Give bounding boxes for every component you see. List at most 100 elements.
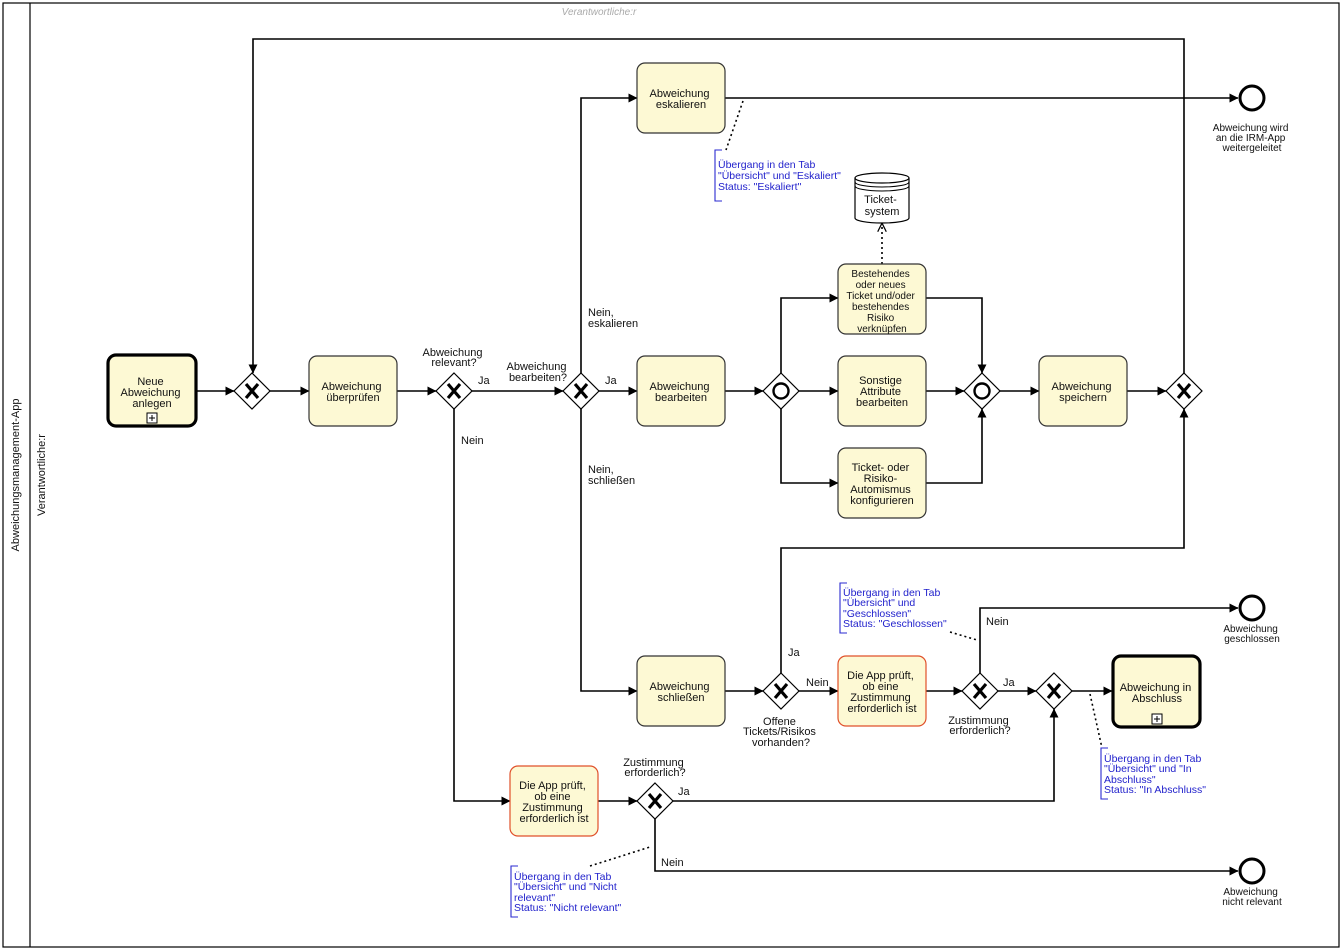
- svg-text:Übergang in den Tab "Übe: Übergang in den Tab "Übersicht" und "Nic…: [514, 871, 622, 914]
- end-label-nicht-relevant: Abweichung nicht relevant: [1222, 887, 1282, 908]
- svg-text:Abweichung eskalieren: Abweichung eskalieren: [650, 88, 713, 111]
- task-label-line: ob eine: [862, 681, 898, 693]
- svg-text:Übergang in den Tab "Übe: Übergang in den Tab "Übersicht" und "In …: [1104, 753, 1206, 796]
- task-label-line: konfigurieren: [850, 495, 914, 507]
- task-label-line: oder neues: [856, 280, 906, 291]
- gateway-label-bearbeiten: Abweichung bearbeiten?: [507, 361, 570, 384]
- flow-label-nein-offene: Nein: [806, 677, 829, 689]
- xor-icon: [573, 382, 589, 400]
- task-neue-abweichung[interactable]: Neue Abweichung anlegen: [106, 353, 198, 428]
- task-app-prueft-zustimmung-2[interactable]: Die App prüft, ob eine Zustimmung erford…: [509, 765, 599, 837]
- flow-label-nein-zustimmung-2: Nein: [661, 857, 684, 869]
- svg-text:Neue Abweichung an: Neue Abweichung anlegen: [121, 376, 184, 410]
- pool-title: Abweichungsmanagement-App: [10, 399, 22, 552]
- svg-text:Ticket- system: Ticket- system: [864, 194, 900, 218]
- gateway-bearbeiten[interactable]: [562, 372, 600, 410]
- task-label-line: bestehendes: [852, 302, 909, 313]
- task-label-line: ob eine: [534, 791, 570, 803]
- gateway-zustimmung-2[interactable]: [636, 782, 674, 820]
- flow-label-nein-relevant: Nein: [461, 435, 484, 447]
- task-sonstige-attribute[interactable]: Sonstige Attribute bearbeiten: [837, 355, 927, 427]
- task-abweichung-eskalieren[interactable]: Abweichung eskalieren: [636, 62, 726, 134]
- datastore-ticketsystem[interactable]: Ticket- system: [854, 172, 910, 224]
- annotation-geschlossen: Übergang in den Tab "Übersicht" und "Ges…: [839, 582, 947, 634]
- task-label-line: Abweichung: [650, 381, 710, 393]
- datastore-label-line: system: [865, 206, 900, 218]
- task-label-line: bearbeiten: [856, 397, 908, 409]
- task-label-line: speichern: [1059, 392, 1107, 404]
- task-abweichung-schliessen[interactable]: Abweichung schließen: [636, 655, 726, 727]
- gateway-relevant[interactable]: [435, 372, 473, 410]
- end-label-irm: Abweichung wird an die IRM-App weitergel…: [1213, 123, 1291, 154]
- task-label-line: Risiko: [867, 313, 895, 324]
- gateway-zustimmung-1[interactable]: [961, 672, 999, 710]
- gateway-label-offene: Offene Tickets/Risikos vorhanden?: [743, 716, 819, 749]
- task-label-line: Abschluss: [1132, 693, 1183, 705]
- task-abweichung-ueberpruefen[interactable]: Abweichung überprüfen: [308, 355, 398, 427]
- svg-text:Die App prüft, ob eine: Die App prüft, ob eine Zustimmung erford…: [847, 670, 917, 715]
- task-ticket-verknuepfen[interactable]: Bestehendes oder neues Ticket und/oder b…: [837, 263, 927, 335]
- lane-watermark: Verantwortliche:r: [562, 7, 637, 18]
- gateway-label-zustimmung-2: Zustimmung erforderlich?: [623, 757, 687, 779]
- flow-label-nein-zustimmung-1: Nein: [986, 616, 1009, 628]
- flow-label-ja-bearbeiten: Ja: [605, 375, 618, 387]
- svg-text:Bestehendes oder neues: Bestehendes oder neues Ticket und/oder b…: [846, 269, 917, 335]
- svg-text:Übergang in den Tab "Übe: Übergang in den Tab "Übersicht" und "Esk…: [718, 159, 844, 193]
- task-label-line: Die App prüft,: [847, 670, 914, 682]
- svg-text:Abweichung speichern: Abweichung speichern: [1052, 381, 1115, 404]
- gateway-inclusive-join[interactable]: [963, 372, 1001, 410]
- task-label-line: Abweichung: [1052, 381, 1112, 393]
- task-label-line: Risiko-: [864, 473, 898, 485]
- task-abweichung-bearbeiten[interactable]: Abweichung bearbeiten: [636, 355, 726, 427]
- inclusive-or-icon: [772, 382, 790, 400]
- svg-text:Abweichung in Abschluss: Abweichung in Abschluss: [1120, 682, 1195, 705]
- xor-icon: [1176, 382, 1192, 400]
- task-label-line: Neue: [137, 376, 163, 388]
- gateway-inclusive-split[interactable]: [762, 372, 800, 410]
- task-automismus-konfigurieren[interactable]: Ticket- oder Risiko- Automismus konfigur…: [837, 447, 927, 519]
- flow-label-ja-zustimmung-2: Ja: [678, 786, 691, 798]
- svg-text:Abweichung schließen: Abweichung schließen: [650, 681, 713, 704]
- svg-text:Übergang in den Tab "Übe: Übergang in den Tab "Übersicht" und "Ges…: [843, 587, 947, 630]
- task-label-line: Abweichung in: [1120, 682, 1192, 694]
- svg-text:Abweichung bearbeiten: Abweichung bearbeiten: [650, 381, 713, 404]
- lane-title: Verantwortliche:r: [36, 434, 48, 516]
- task-label-line: Abweichung: [650, 88, 710, 100]
- flow-label-ja-zustimmung-1: Ja: [1003, 677, 1016, 689]
- task-label-line: Abweichung: [322, 381, 382, 393]
- annotation-eskaliert: Übergang in den Tab "Übersicht" und "Esk…: [714, 149, 844, 202]
- xor-icon: [1046, 682, 1062, 700]
- annotation-nicht-relevant: Übergang in den Tab "Übersicht" und "Nic…: [510, 865, 622, 918]
- xor-icon: [647, 792, 663, 810]
- task-label-line: überprüfen: [326, 392, 379, 404]
- xor-icon: [244, 382, 260, 400]
- end-event-irm[interactable]: [1238, 84, 1266, 112]
- svg-text:Sonstige Attribute: Sonstige Attribute bearbeiten: [856, 375, 908, 409]
- annotation-associations: [589, 100, 1103, 867]
- gateway-label-zustimmung-1: Zustimmung erforderlich?: [948, 715, 1012, 737]
- task-label-line: Ticket- oder: [852, 462, 910, 474]
- sequence-flows: [197, 38, 1239, 876]
- end-event-geschlossen[interactable]: [1238, 594, 1266, 622]
- gateway-xor-merge[interactable]: [233, 372, 271, 410]
- task-label-line: verknüpfen: [857, 324, 906, 335]
- xor-icon: [446, 382, 462, 400]
- task-abweichung-in-abschluss[interactable]: Abweichung in Abschluss: [1111, 654, 1202, 729]
- gateway-offene-tickets[interactable]: [762, 672, 800, 710]
- task-label-line: erforderlich ist: [519, 813, 588, 825]
- task-label-line: Zustimmung: [850, 692, 911, 704]
- task-app-prueft-zustimmung-1[interactable]: Die App prüft, ob eine Zustimmung erford…: [837, 655, 927, 727]
- gateway-label-relevant: Abweichung relevant?: [423, 347, 486, 369]
- gateway-xor-merge-abschluss[interactable]: [1035, 672, 1073, 710]
- task-abweichung-speichern[interactable]: Abweichung speichern: [1038, 355, 1128, 427]
- xor-icon: [773, 682, 789, 700]
- end-event-nicht-relevant[interactable]: [1238, 857, 1266, 885]
- task-label-line: erforderlich ist: [847, 703, 916, 715]
- end-label-geschlossen: Abweichung geschlossen: [1223, 624, 1280, 645]
- xor-icon: [972, 682, 988, 700]
- flow-label-nein-eskalieren: Nein, eskalieren: [588, 307, 638, 330]
- gateway-xor-after-speichern[interactable]: [1165, 372, 1203, 410]
- task-label-line: Abweichung: [121, 387, 181, 399]
